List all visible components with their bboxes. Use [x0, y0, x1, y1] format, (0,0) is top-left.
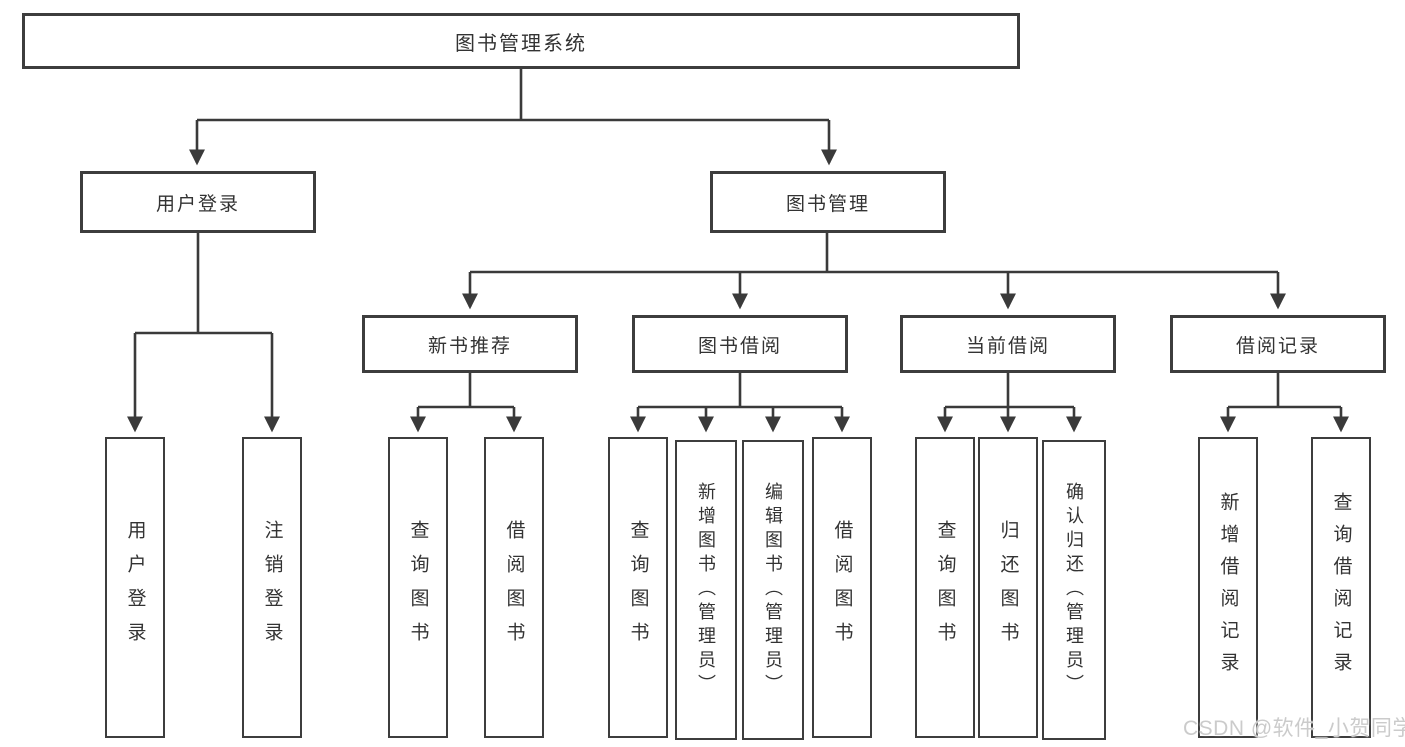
- leaf-add-book-admin: 新增图书（管理员）: [675, 440, 737, 740]
- leaf-borrow-books-recommend: 借阅图书: [484, 437, 544, 738]
- node-label: 新增图书（管理员）: [696, 482, 716, 698]
- node-label: 借阅记录: [1235, 335, 1320, 357]
- node-label: 查询图书: [934, 519, 956, 656]
- leaf-add-borrow-record: 新增借阅记录: [1198, 437, 1258, 738]
- node-label: 用户登录: [155, 193, 240, 215]
- leaf-borrow-books-borrowing: 借阅图书: [812, 437, 872, 738]
- node-book-management: 图书管理: [710, 171, 946, 233]
- leaf-query-books-recommend: 查询图书: [388, 437, 448, 738]
- node-label: 当前借阅: [965, 335, 1050, 357]
- node-current-borrowing: 当前借阅: [900, 315, 1116, 373]
- node-label: 图书借阅: [697, 335, 782, 357]
- node-label: 借阅图书: [503, 519, 525, 656]
- leaf-query-books-current: 查询图书: [915, 437, 975, 738]
- node-label: 图书管理: [785, 193, 870, 215]
- leaf-logout: 注销登录: [242, 437, 302, 738]
- node-book-borrowing: 图书借阅: [632, 315, 848, 373]
- node-label: 查询图书: [407, 519, 429, 656]
- node-label: 注销登录: [261, 519, 283, 656]
- leaf-confirm-return-admin: 确认归还（管理员）: [1042, 440, 1106, 740]
- node-label: 新增借阅记录: [1217, 491, 1239, 684]
- node-library-management-system: 图书管理系统: [22, 13, 1020, 69]
- node-label: 编辑图书（管理员）: [763, 482, 783, 698]
- node-label: 新书推荐: [427, 335, 512, 357]
- node-label: 确认归还（管理员）: [1064, 482, 1084, 698]
- node-user-login: 用户登录: [80, 171, 316, 233]
- node-label: 用户登录: [124, 519, 146, 656]
- csdn-watermark: CSDN @软件_小贺同学: [1183, 717, 1405, 740]
- leaf-return-book: 归还图书: [978, 437, 1038, 738]
- node-label: 归还图书: [997, 519, 1019, 656]
- node-label: 图书管理系统: [455, 32, 587, 55]
- leaf-query-borrow-record: 查询借阅记录: [1311, 437, 1371, 738]
- node-new-book-recommendation: 新书推荐: [362, 315, 578, 373]
- node-label: 查询借阅记录: [1330, 491, 1352, 684]
- leaf-query-books-borrowing: 查询图书: [608, 437, 668, 738]
- node-borrowing-records: 借阅记录: [1170, 315, 1386, 373]
- node-label: 借阅图书: [831, 519, 853, 656]
- leaf-user-login: 用户登录: [105, 437, 165, 738]
- leaf-edit-book-admin: 编辑图书（管理员）: [742, 440, 804, 740]
- node-label: 查询图书: [627, 519, 649, 656]
